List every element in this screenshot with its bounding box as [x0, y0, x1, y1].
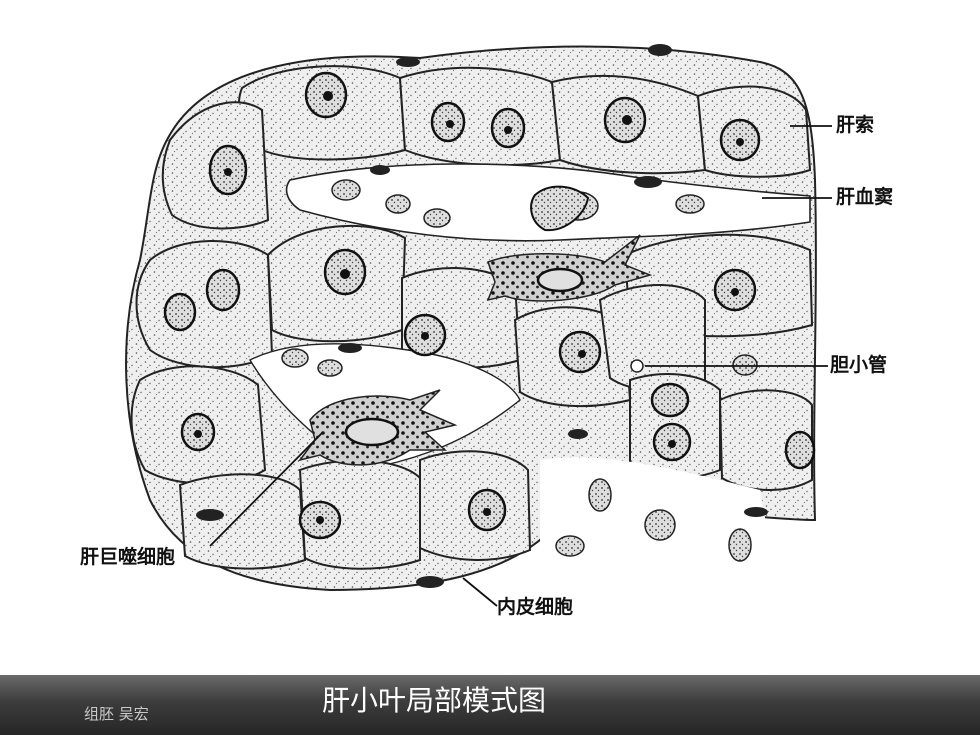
- leader-lines: [209, 125, 832, 607]
- endothelial-nuclei: [196, 44, 768, 588]
- label-hepatic-sinusoid: 肝血窦: [836, 186, 894, 208]
- rbc-irregular: [530, 185, 590, 232]
- kupffer-cell-upper: [486, 234, 653, 302]
- kupffer-nucleus-upper: [536, 267, 584, 293]
- slide-title: 肝小叶局部模式图: [322, 684, 547, 717]
- label-endothelial-cell: 内皮细胞: [497, 596, 574, 618]
- author-credit: 组胚 吴宏: [84, 705, 149, 723]
- label-bile-canaliculus: 胆小管: [830, 354, 888, 376]
- bile-canaliculus-dot: [630, 359, 644, 373]
- nuclei: [163, 71, 816, 540]
- slide-footer-bar: 组胚 吴宏 肝小叶局部模式图: [0, 675, 980, 735]
- liver-lobule-illustration: [125, 44, 832, 607]
- label-kupffer-cell: 肝巨噬细胞: [80, 546, 176, 568]
- kupffer-nucleus-lower: [344, 417, 400, 447]
- label-hepatic-plate: 肝索: [836, 114, 875, 136]
- nucleoli: [194, 91, 744, 524]
